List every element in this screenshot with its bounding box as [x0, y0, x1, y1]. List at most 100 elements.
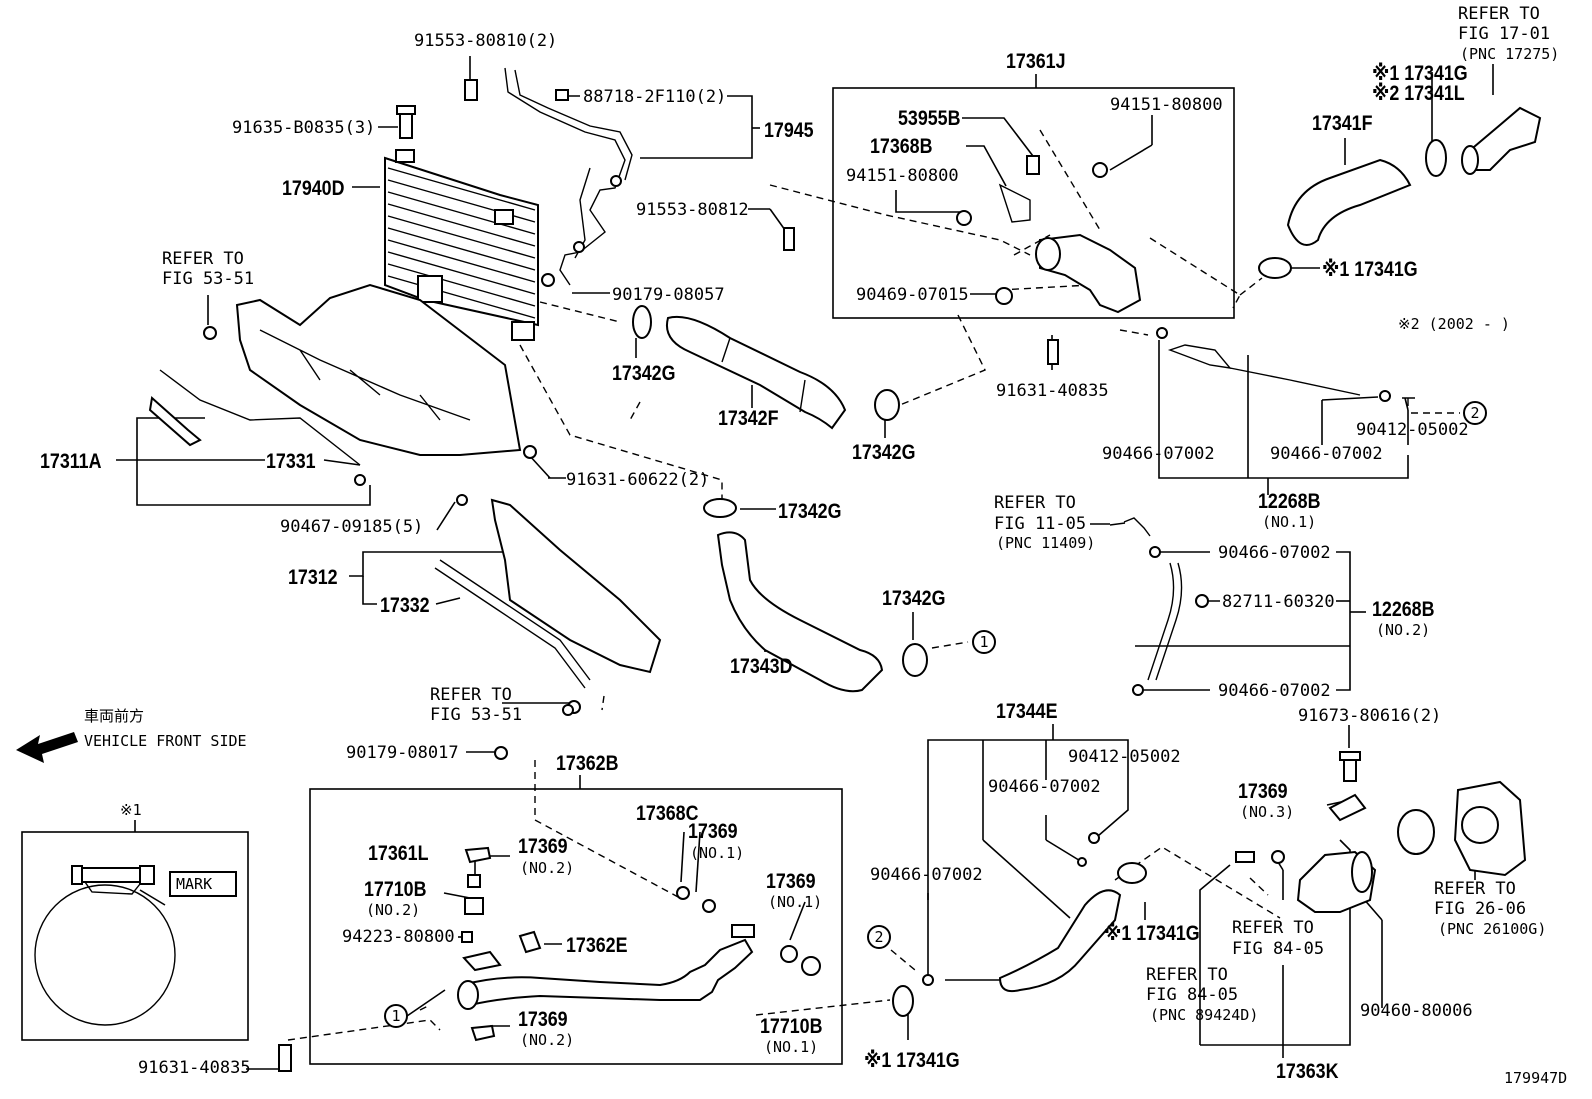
part-labels: 91553-80810(2) 88718-2F110(2) 17945 9163…	[40, 31, 1567, 1087]
part-housing-26100G	[1453, 780, 1527, 877]
label-91673: 91673-80616(2)	[1298, 706, 1441, 726]
label-17945: 17945	[764, 119, 814, 143]
label-91553-80812: 91553-80812	[636, 200, 749, 220]
part-clamp-17342G-c	[703, 498, 737, 518]
label-12268B-no1-sub: (NO.1)	[1262, 513, 1316, 531]
vehicle-front-en: VEHICLE FRONT SIDE	[84, 732, 247, 750]
label-17362B: 17362B	[556, 752, 618, 776]
label-17940D: 17940D	[282, 177, 344, 201]
inset-mark-label: MARK	[176, 875, 212, 893]
label-17362E: 17362E	[566, 934, 627, 958]
label-17363K: 17363K	[1276, 1060, 1338, 1084]
label-53955B: 53955B	[898, 107, 960, 131]
refer-fig53b-line1: REFER TO	[430, 685, 512, 705]
label-17312: 17312	[288, 566, 338, 590]
part-clamp-17342G-d	[902, 643, 928, 677]
label-90466-c: 90466-07002	[1218, 543, 1331, 563]
vehicle-front-arrow-icon	[16, 732, 78, 763]
part-pipe-17275	[1461, 106, 1542, 175]
callout-1-a: 1	[979, 633, 988, 651]
label-17341G-top: ※1 17341G	[1372, 62, 1468, 86]
label-90466-d: 90466-07002	[1218, 681, 1331, 701]
part-clamp-17341G-mid	[1258, 257, 1292, 279]
label-90412-a: 90412-05002	[1356, 420, 1469, 440]
part-clip-17369-no3	[1328, 793, 1367, 822]
refer-fig17-line3: (PNC 17275)	[1460, 45, 1559, 63]
part-pipe-17344E	[922, 832, 1122, 993]
label-17342G-a: 17342G	[612, 362, 675, 386]
part-clamp-outlet	[1397, 809, 1435, 855]
inset-clamp-drawing	[34, 865, 237, 1026]
label-17369-no2-a-sub: (NO.2)	[520, 859, 574, 877]
part-hose-12268B-no2	[1123, 517, 1209, 696]
part-hose-17341F	[1286, 158, 1412, 246]
circle-callouts: 1 2 2 1	[384, 401, 1487, 1028]
part-outlet-17361J	[956, 155, 1142, 365]
refer-fig11-line1: REFER TO	[994, 493, 1076, 513]
label-88718: 88718-2F110(2)	[583, 87, 726, 107]
part-duct-17332	[434, 445, 662, 714]
label-17361L: 17361L	[368, 842, 429, 866]
label-17342G-b: 17342G	[852, 441, 915, 465]
label-94223: 94223-80800	[342, 927, 455, 947]
refer-fig26-line1: REFER TO	[1434, 879, 1516, 899]
label-17341F: 17341F	[1312, 112, 1373, 136]
part-bolt-91635	[396, 105, 416, 139]
part-bolt-91553-80810	[464, 79, 478, 101]
part-intercooler-17940D	[384, 149, 539, 341]
label-17369-no1-b: 17369	[766, 870, 816, 894]
callout-2-b: 2	[874, 928, 883, 946]
label-90466-b: 90466-07002	[1270, 444, 1383, 464]
label-17369-no2-a: 17369	[518, 835, 568, 859]
label-90467: 90467-09185(5)	[280, 517, 423, 537]
label-90179-08017: 90179-08017	[346, 743, 459, 763]
part-small-bolts	[541, 227, 795, 716]
label-17311A: 17311A	[40, 450, 101, 474]
part-hose-17342F	[666, 315, 847, 430]
part-clamp-17341G-low	[1117, 862, 1147, 884]
refer-fig53a-line2: FIG 53-51	[162, 269, 254, 289]
label-90460: 90460-80006	[1360, 1001, 1473, 1021]
label-90466-e: 90466-07002	[988, 777, 1101, 797]
label-17710B-no2-sub: (NO.2)	[366, 901, 420, 919]
label-17368C: 17368C	[636, 802, 698, 826]
label-17368B: 17368B	[870, 135, 932, 159]
label-91635: 91635-B0835(3)	[232, 118, 375, 138]
label-90412-b: 90412-05002	[1068, 747, 1181, 767]
group-box-17361J	[832, 87, 1235, 319]
label-91631-40835-a: 91631-40835	[996, 381, 1109, 401]
inset-box-clamp	[21, 831, 249, 1041]
part-small-fittings-17362B	[461, 746, 821, 1042]
callout-1-b: 1	[391, 1007, 400, 1025]
label-17369-no1-b-sub: (NO.1)	[768, 893, 822, 911]
label-17341G-mid: ※1 17341G	[1322, 258, 1418, 282]
refer-blocks: REFER TO FIG 17-01 (PNC 17275) REFER TO …	[162, 4, 1559, 1024]
part-bracket-17945	[504, 67, 633, 286]
part-duct-17331	[148, 283, 522, 486]
refer-fig84b-line2: FIG 84-05	[1146, 985, 1238, 1005]
label-17344E: 17344E	[996, 700, 1057, 724]
part-bolt-91631-40835-b	[278, 1044, 292, 1072]
label-90179-08057: 90179-08057	[612, 285, 725, 305]
label-90466-a: 90466-07002	[1102, 444, 1215, 464]
label-17342F: 17342F	[718, 407, 779, 431]
part-bolt-91673	[1339, 751, 1361, 782]
callout-2-a: 2	[1470, 404, 1479, 422]
dashed-connections	[287, 129, 1460, 1041]
refer-fig84a-line2: FIG 84-05	[1232, 939, 1324, 959]
label-17332: 17332	[380, 594, 430, 618]
group-box-17362B	[309, 788, 843, 1065]
refer-fig84a-line1: REFER TO	[1232, 918, 1314, 938]
refer-fig53a-line1: REFER TO	[162, 249, 244, 269]
part-clamp-17341G-bot	[892, 985, 914, 1017]
part-clamp-17342G-b	[874, 389, 900, 421]
label-17361J: 17361J	[1006, 50, 1066, 74]
label-17710B-no1: 17710B	[760, 1015, 822, 1039]
refer-fig26-line3: (PNC 26100G)	[1438, 920, 1546, 938]
vehicle-front-jp: 車両前方	[84, 707, 144, 725]
label-17369-no1-a: 17369	[688, 820, 738, 844]
inset-title: ※1	[120, 801, 142, 819]
label-82711: 82711-60320	[1222, 592, 1335, 612]
label-94151-80800-b: 94151-80800	[846, 166, 959, 186]
